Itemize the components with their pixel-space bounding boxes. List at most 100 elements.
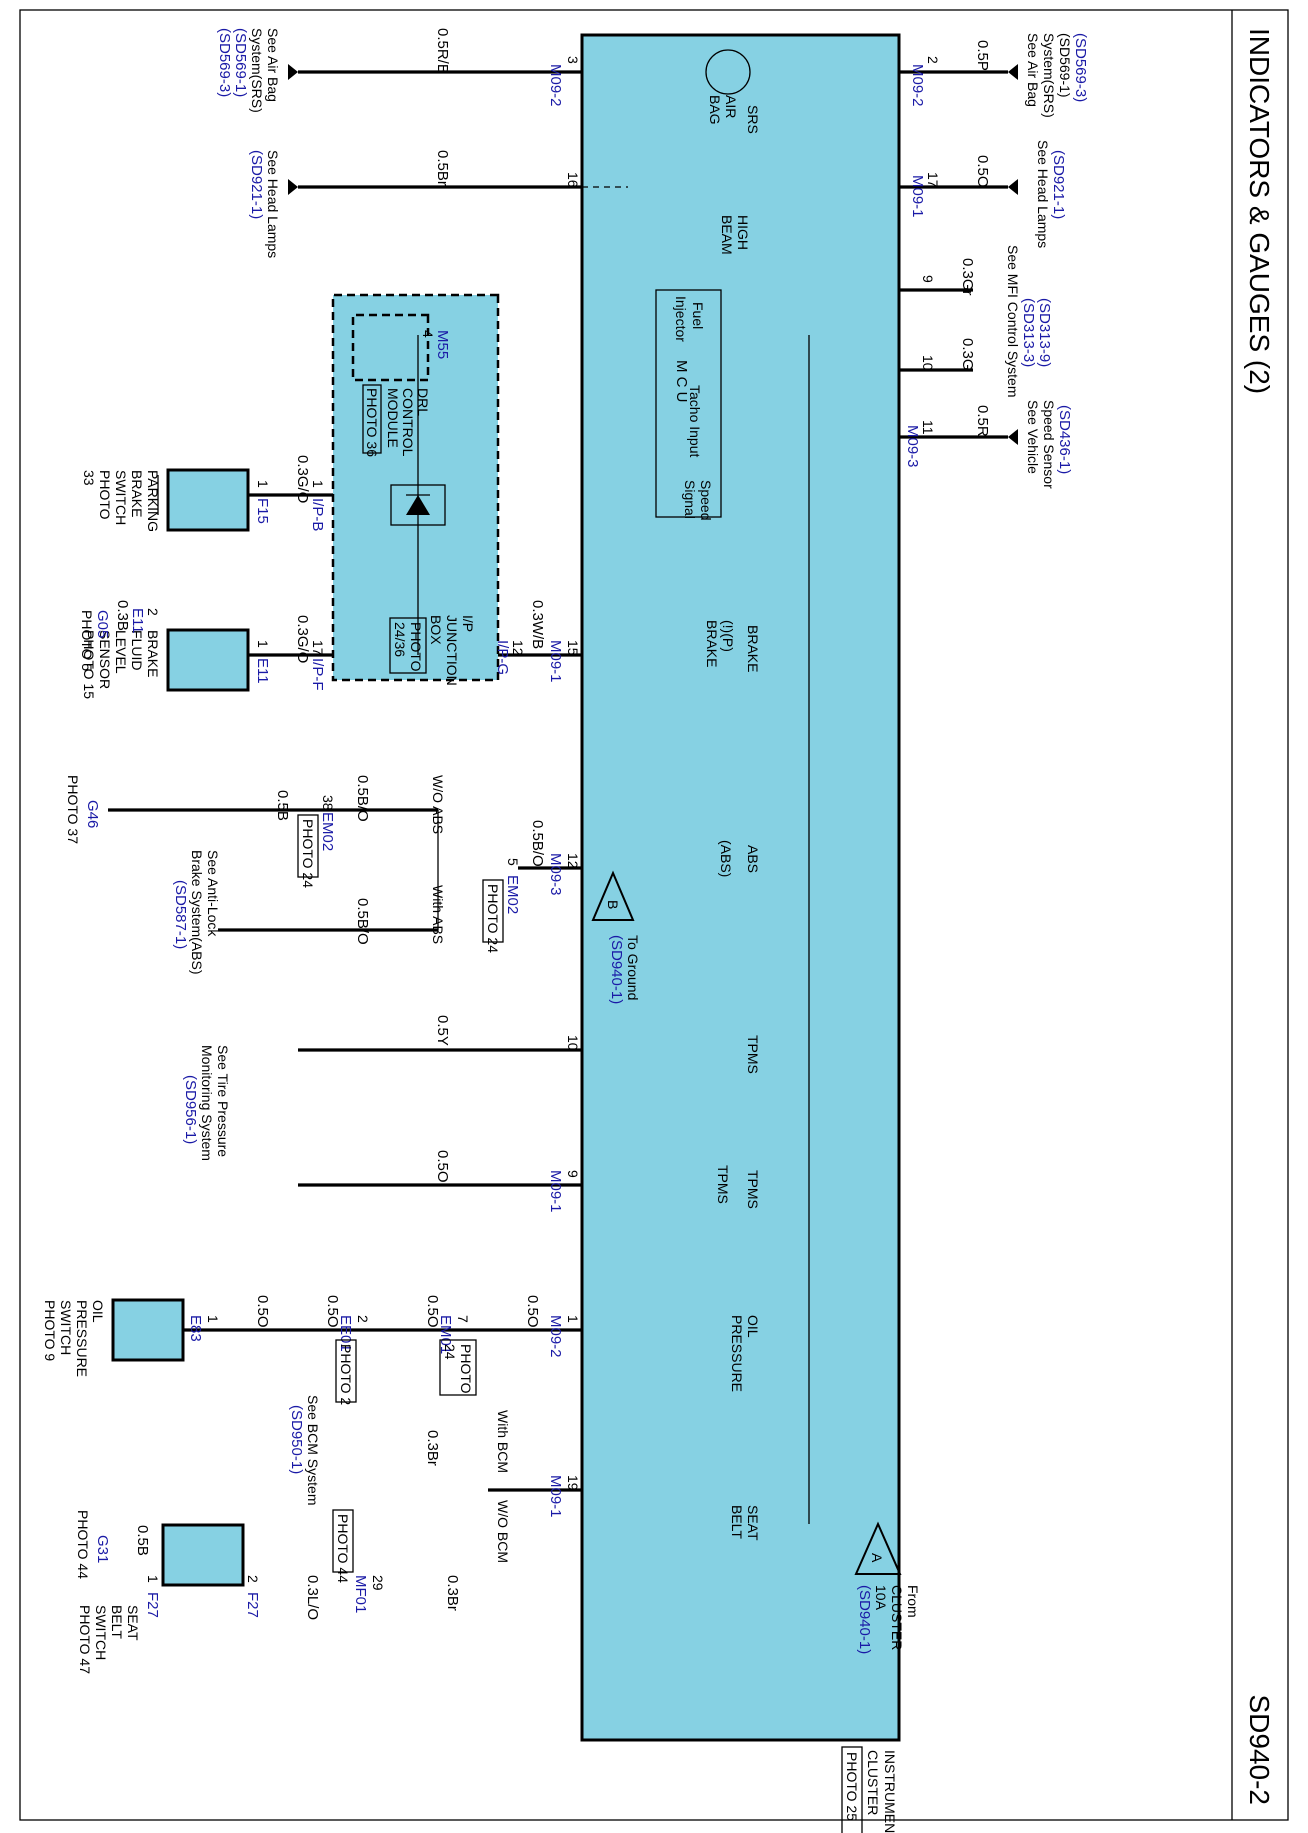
cluster-photo-box [841,1746,863,1833]
mcu-fuel-1: Fuel [690,302,706,329]
jb-title-2: JUNCTION [444,615,460,686]
abs-em02b-photo-box [297,814,319,878]
brake-sym2: BRAKE [704,620,720,667]
oil-wire4: 0.5O [254,1295,271,1328]
jb-title-3: BOX [428,615,444,645]
oil-conn4: E83 [187,1315,204,1342]
r-srs-text-2: System(SRS) [1041,33,1057,118]
abs-pin38: 38 [320,795,336,811]
srs-sym-2: BAG [707,95,723,125]
bf-photo: PHOTO 15 [81,630,97,699]
tpms2-name: TPMS [745,1170,761,1209]
abs-em02-photo-box [482,879,504,943]
seat-photo: PHOTO 47 [77,1605,93,1674]
tpms2-sym: TPMS [715,1165,731,1204]
brake-conn: M09-1 [547,640,564,683]
page-code: SD940-2 [1244,1694,1275,1805]
seat-wire-b: 0.3L/O [304,1575,321,1620]
tpms-text-1: See Tire Pressure [215,1045,231,1157]
seat-pin: 19 [565,1475,581,1491]
oil-2: PRESSURE [729,1315,745,1392]
parking-photo-1: PHOTO [97,470,113,520]
r-srs-text-1: See Air Bag [1025,33,1041,107]
mcu-fuel-2: Injector [673,296,689,342]
seat-gnd: G31 [94,1535,111,1563]
tpms-wire2: 0.5O [434,1150,451,1183]
srs-name: SRS [745,105,761,134]
brake-fluid-sensor [166,628,250,692]
drl-title-3: MODULE [385,388,401,448]
oil-conn3: EE01 [337,1315,354,1352]
node-b-label: B [605,900,621,909]
brake-pin: 15 [565,640,581,656]
abs-ref-2: Brake System(ABS) [189,850,205,974]
oil-wire3: 0.5O [324,1295,341,1328]
jb-pin: 12 [510,640,526,656]
oil-1: OIL [745,1315,761,1338]
jb-photo-2: 24/36 [392,622,408,657]
cluster-name-2: CLUSTER [865,1750,881,1815]
bf-pin1: 1 [255,640,271,648]
seat-title-3: SWITCH [93,1605,109,1660]
r-speed-wire: 0.5R [974,405,991,437]
f27b: F27 [144,1592,161,1618]
srs-sym-1: AIR [723,95,739,118]
mf01-photo: PHOTO 44 [335,1514,351,1583]
oil-pin1: 1 [565,1315,581,1323]
from-label-2: CLUSTER [889,1585,905,1650]
l-srs-text-1: See Air Bag [265,28,281,102]
seat-switch [161,1523,245,1587]
oil-pin2: 7 [455,1315,471,1323]
r-srs-arrow [1008,64,1018,80]
seat-conn: M09-1 [547,1475,564,1518]
r-head-link: (SD921-1) [1050,150,1067,219]
seat-wire-a: 0.3Br [444,1575,461,1611]
page-title: INDICATORS & GAUGES (2) [1244,28,1275,394]
oil-conn2: EM01 [437,1315,454,1354]
drl-title-1: DRL [415,388,431,416]
seat-bcm-wire: 0.3Br [424,1430,441,1466]
hb-2: BEAM [719,215,735,255]
seat-title-2: BELT [109,1605,125,1639]
seat-1: SEAT [745,1505,761,1541]
mcu-speed-2: Signal [682,480,698,519]
oil-photo2-1: PHOTO [458,1344,474,1394]
parking-pin: 1 [255,480,271,488]
parking-switch [166,468,250,532]
tpms-pin1: 10 [565,1035,581,1051]
mcu-tacho: Tacho Input [687,385,703,457]
abs-sym: (ABS) [718,840,734,877]
bf-conn1: E11 [254,658,271,684]
mcu-speed-1: Speed [698,480,714,520]
abs-gnd: G46 [84,800,101,828]
r-speed-text-2: Speed Sensor [1041,400,1057,489]
to-ground-ref: (SD940-1) [608,935,625,1004]
bf-gnd-wire: 0.3B [114,600,131,631]
oil-photo3: PHOTO 2 [338,1344,354,1405]
parking-title-2: BRAKE [129,470,145,517]
srs-bulb [705,49,751,95]
r-srs-wire: 0.5P [974,40,991,71]
bf-gnd: G05 [94,610,111,638]
oil-photo3-box [335,1339,357,1403]
r-mfi-link-2: (SD313-9) [1036,298,1053,367]
jb-wire: 0.3W/B [529,600,546,649]
abs-gnd-wire: 0.5B [274,790,291,821]
bf-jb-pin: 17 [310,640,326,656]
r-head-conn: M09-1 [909,175,926,218]
oil-photo2-2: 24 [442,1344,458,1360]
l-srs-arrow [288,64,298,80]
oil-wire2: 0.5O [424,1295,441,1328]
junction-box [331,293,500,682]
bcm-text: See BCM System [305,1395,321,1505]
from-label-3: 10A [873,1585,889,1611]
oil-photo2-box [439,1339,477,1396]
drl-title-2: CONTROL [400,388,416,457]
oil-photo: PHOTO 9 [42,1300,58,1361]
abs-ref-1: See Anti-Lock [205,850,221,937]
bf-pin2: 2 [145,608,161,616]
tpms1-name: TPMS [745,1035,761,1074]
abs-with-wire: 0.5B/O [354,898,371,945]
with-bcm: With BCM [495,1410,511,1473]
f27a: F27 [244,1592,261,1618]
